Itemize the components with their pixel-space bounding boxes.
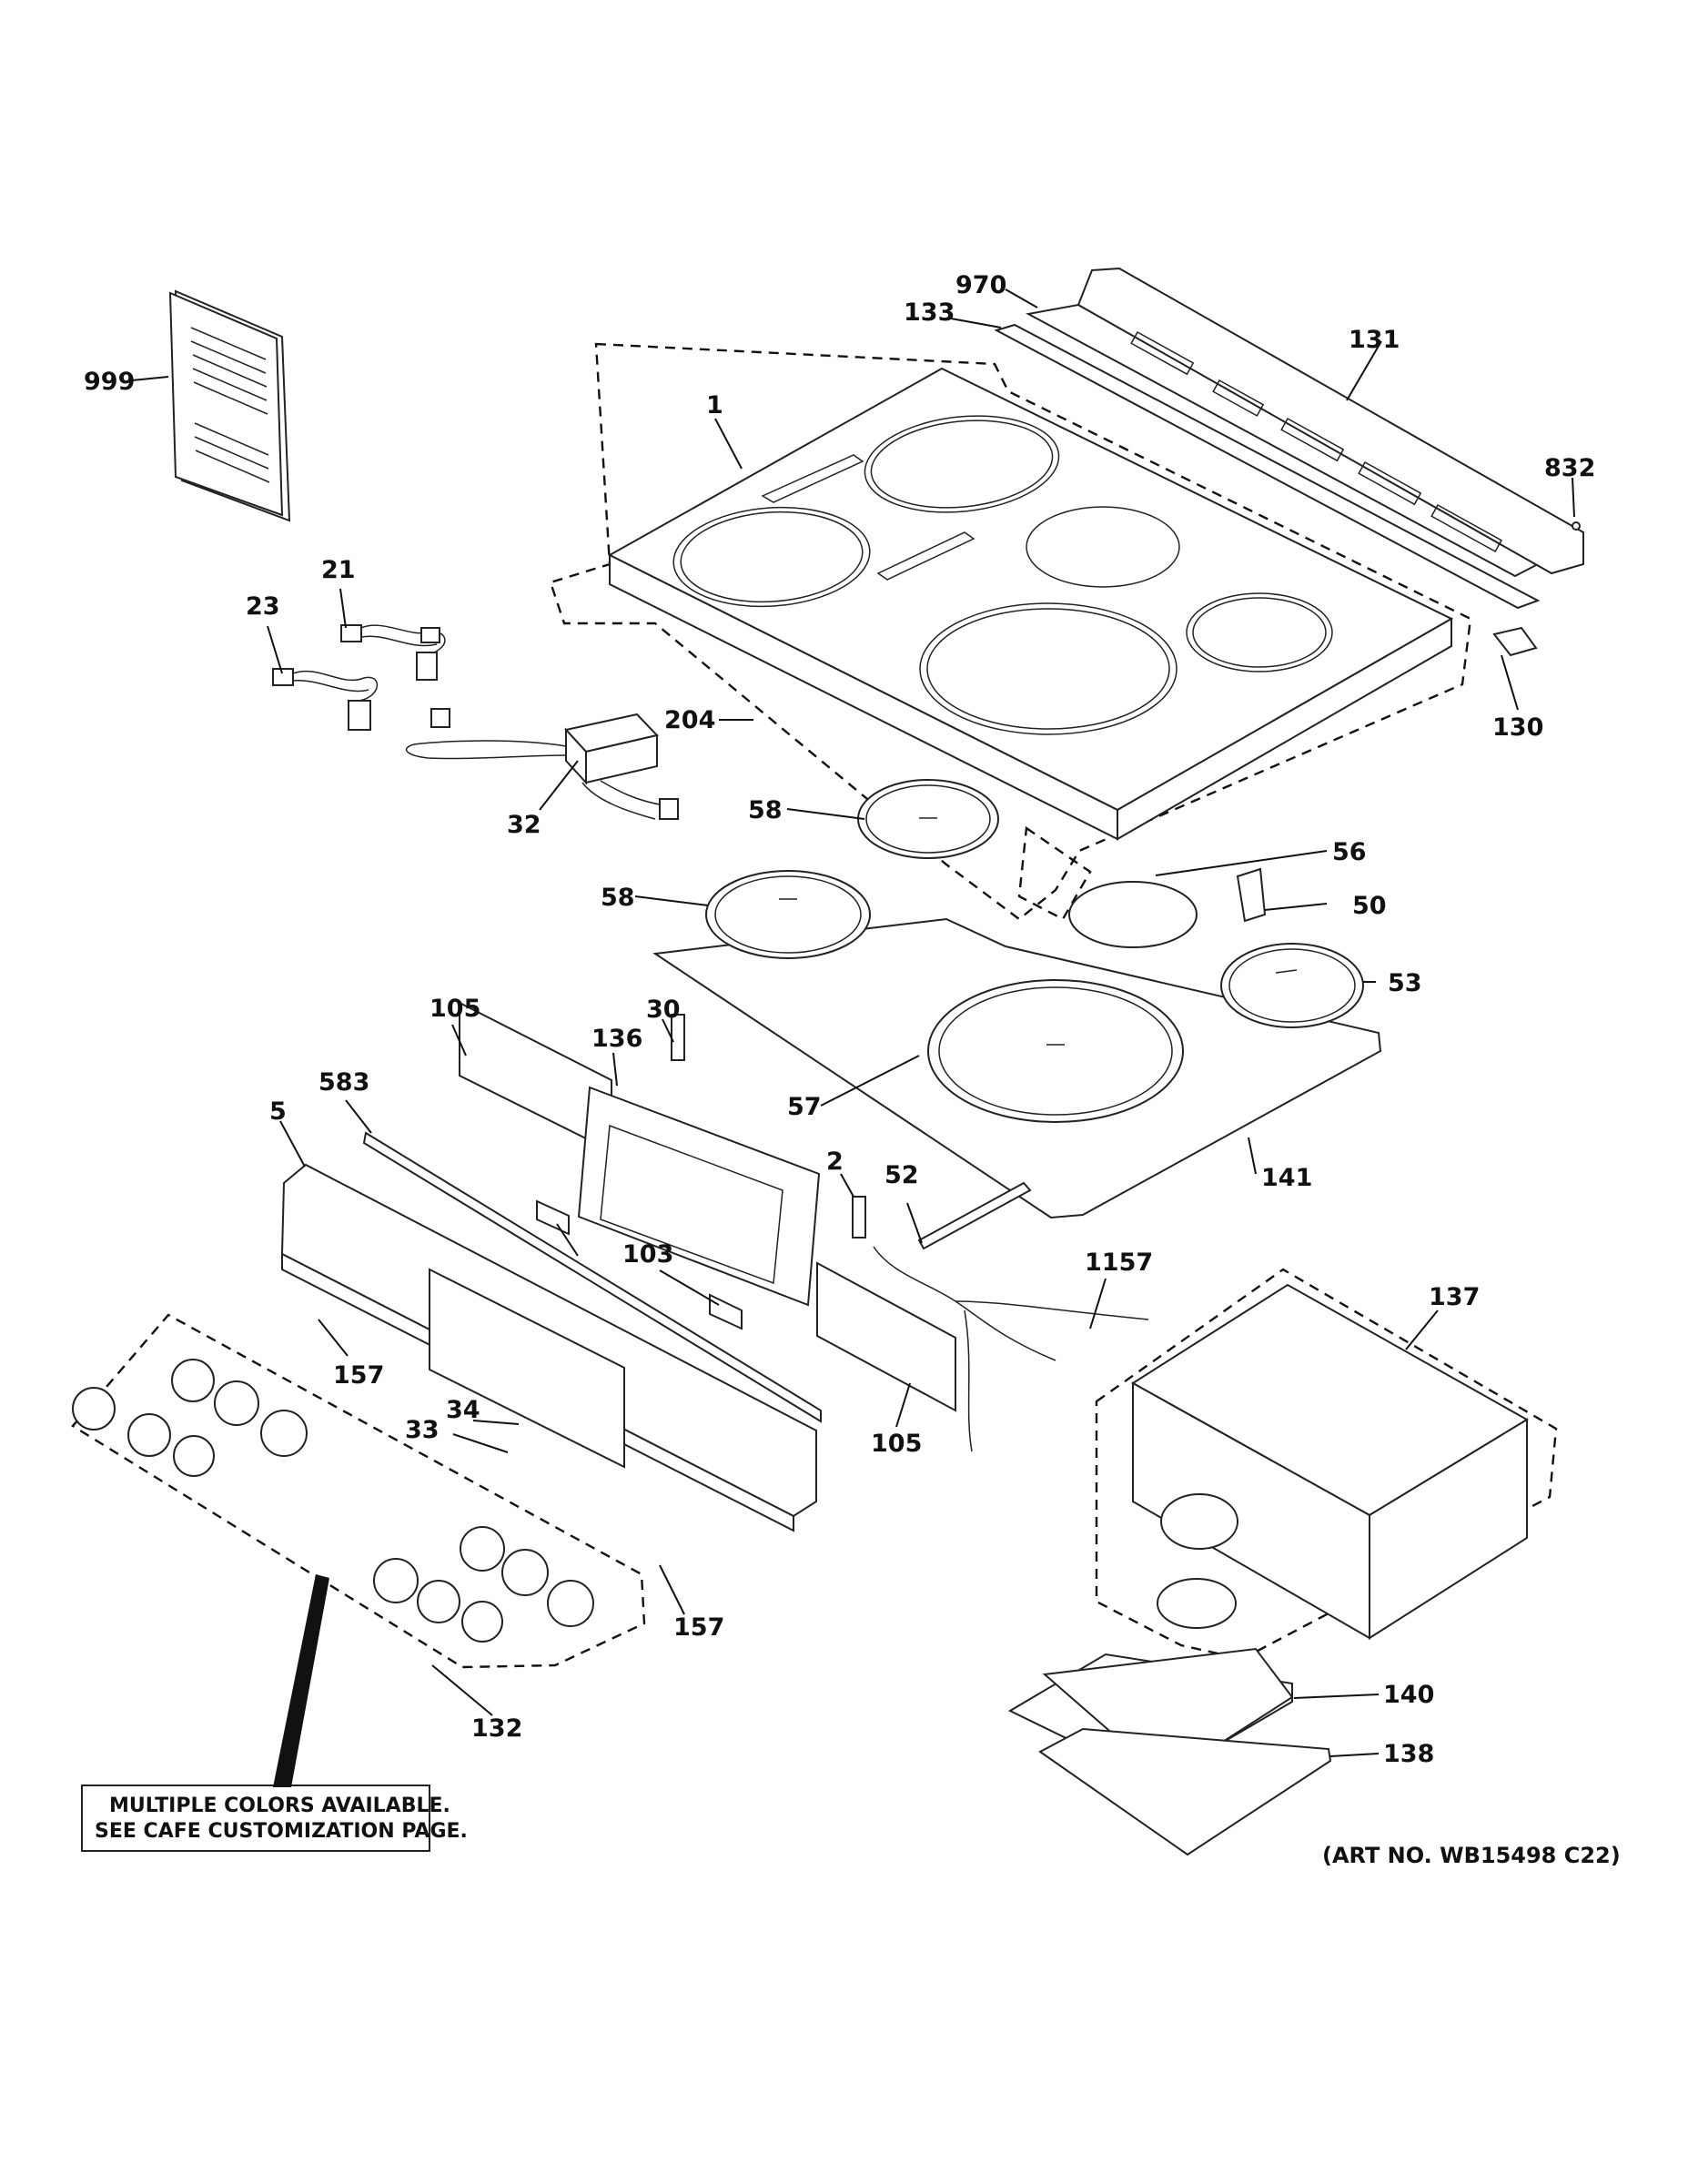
knob-set-dashed [71,1313,646,1669]
note-line-2: SEE CAFE CUSTOMIZATION PAGE. [95,1820,468,1843]
callout-137: 137 [1429,1283,1480,1311]
terminal-block [405,708,679,820]
harness-1157 [873,1246,1149,1452]
callout-21: 21 [321,556,356,584]
callout-141: 141 [1261,1164,1312,1192]
callout-130: 130 [1492,713,1543,742]
callout-53: 53 [1388,969,1422,997]
callout-57: 57 [787,1093,822,1121]
control-panel [280,1163,817,1532]
callout-33: 33 [405,1416,440,1444]
customization-note-box [81,1785,430,1852]
callout-136: 136 [591,1025,642,1053]
coil-rear-left [857,779,999,859]
coil-front-left [705,870,871,959]
callout-1: 1 [706,391,723,420]
callout-32: 32 [507,811,541,839]
callout-50: 50 [1352,892,1387,920]
callout-labels: 999 21 23 32 204 1 970 133 131 832 130 5… [84,271,1595,1768]
callout-157-upper: 157 [333,1361,384,1390]
control-board-105-lower [816,1261,956,1412]
callout-105-lower: 105 [871,1430,922,1458]
art-number: (ART NO. WB15498 C22) [1322,1843,1621,1868]
callout-30: 30 [646,996,681,1024]
callout-56: 56 [1332,838,1367,866]
callout-138: 138 [1383,1740,1434,1768]
callout-131: 131 [1349,326,1400,354]
callout-583: 583 [318,1068,369,1097]
callout-970: 970 [955,271,1006,299]
callout-34: 34 [446,1396,480,1424]
knobs [72,1359,594,1643]
callout-5: 5 [269,1097,287,1126]
sensor-bracket [1017,825,1267,948]
note-line-1: MULTIPLE COLORS AVAILABLE. [109,1795,450,1817]
callout-832: 832 [1544,454,1595,482]
rear-vent-trim [994,267,1584,657]
callout-105-upper: 105 [430,995,480,1023]
cooktop-glass [549,342,1472,921]
leader-lines [131,288,1575,1757]
callout-58-rear: 58 [748,796,783,824]
callout-999: 999 [84,368,135,396]
coil-center-large [927,979,1184,1123]
callout-1157: 1157 [1085,1249,1153,1277]
callout-2: 2 [826,1148,844,1176]
touch-display-136 [577,1086,821,1307]
manual-booklet [168,289,291,522]
coil-right [1220,943,1364,1028]
note-arrow [273,1574,329,1787]
panel-trim-583 [362,1131,822,1423]
callout-204: 204 [664,706,715,734]
callout-157-lower: 157 [673,1613,724,1642]
bracket-52 [917,1181,1032,1250]
callout-140: 140 [1383,1681,1434,1709]
callout-103: 103 [622,1240,673,1269]
callout-58-front: 58 [601,884,635,912]
heat-shield [1038,1727,1332,1856]
callout-132: 132 [471,1714,522,1743]
callout-23: 23 [246,592,280,621]
bracket-2 [852,1196,866,1239]
power-module [1095,1268,1558,1661]
wire-harness-21 [340,624,446,681]
callout-52: 52 [884,1161,919,1189]
wire-harness-23 [272,668,379,731]
callout-133: 133 [904,298,955,327]
